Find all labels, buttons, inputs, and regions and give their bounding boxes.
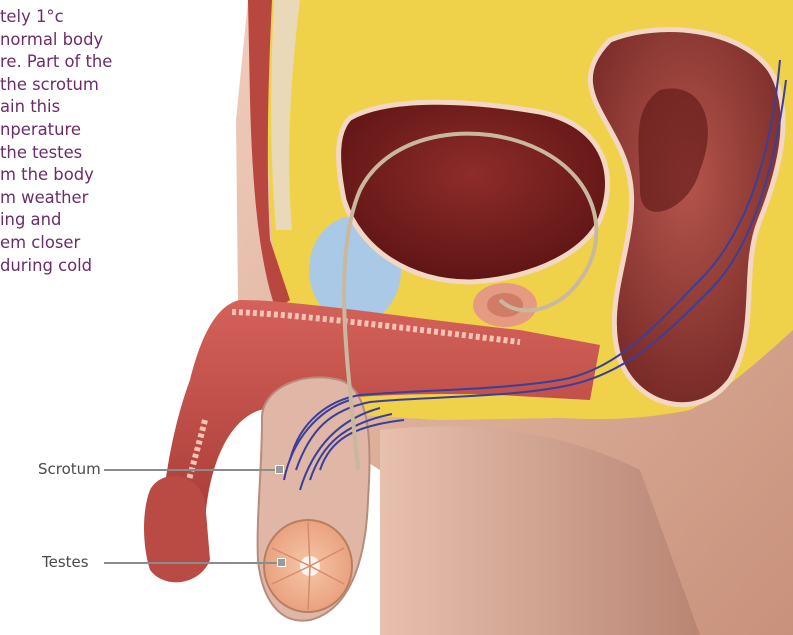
testes-label: Testes: [42, 553, 89, 571]
description-line: em closer: [0, 232, 240, 255]
scrotum-leader-line: [104, 469, 278, 471]
description-line: re. Part of the: [0, 51, 240, 74]
scrotum-pointer: [275, 465, 284, 474]
description-line: the scrotum: [0, 74, 240, 97]
description-line: m the body: [0, 164, 240, 187]
description-line: ain this: [0, 96, 240, 119]
description-line: nperature: [0, 119, 240, 142]
scrotum-label: Scrotum: [38, 460, 101, 478]
description-line: normal body: [0, 29, 240, 52]
description-line: m weather: [0, 187, 240, 210]
description-line: ing and: [0, 209, 240, 232]
description-text: tely 1°c normal body re. Part of the the…: [0, 6, 240, 277]
description-line: the testes: [0, 142, 240, 165]
description-line: during cold: [0, 255, 240, 278]
description-line: tely 1°c: [0, 6, 240, 29]
testes-leader-line: [104, 562, 280, 564]
testes-pointer: [277, 558, 286, 567]
